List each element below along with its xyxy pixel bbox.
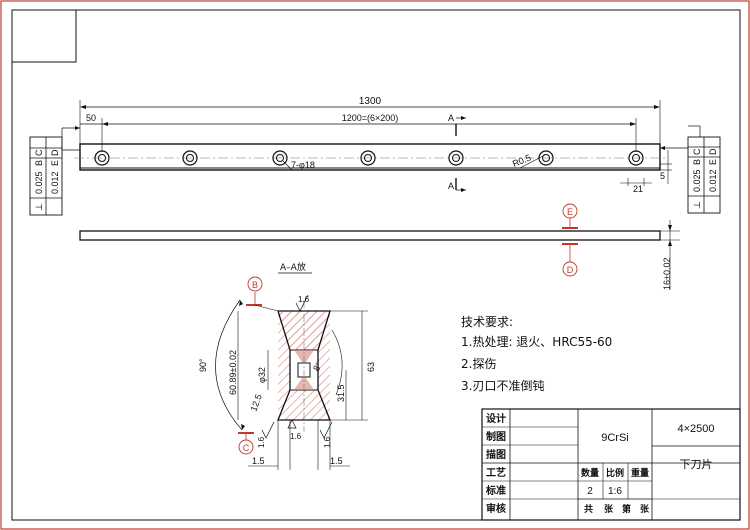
datum-c-label: C — [243, 443, 250, 453]
dim-6089-label: 60.89±0.02 — [228, 350, 238, 395]
side-view: 16±0.02 E D — [79, 203, 680, 290]
title-block: 设计 制图 描图 工艺 标准 审核 9CrSi 4×2500 下刀片 数量 比例… — [481, 408, 741, 521]
tb-label-drawing: 制图 — [486, 430, 506, 443]
section-mark-top: A — [448, 113, 454, 123]
corner-box — [11, 9, 77, 63]
datum-d-label: D — [567, 265, 574, 275]
inner-frame — [11, 9, 741, 521]
dim-15-left-label: 1.5 — [252, 456, 265, 466]
requirement-3: 3.刃口不准倒钝 — [461, 379, 544, 393]
datum-b-circle — [247, 276, 263, 292]
tol-right-ref-c: C — [692, 148, 702, 155]
dim-15-right-label: 1.5 — [330, 456, 343, 466]
plan-view: 1300 50 1200=(6×200) 7-φ18 R0.5 21 5 A A — [74, 96, 672, 194]
thickness-label: 16±0.02 — [662, 258, 672, 290]
section-mark-bottom: A — [448, 181, 454, 191]
requirements-title: 技术要求: — [461, 315, 513, 329]
radius-label: R0.5 — [511, 152, 532, 168]
dim-315-label: 31.5 — [336, 384, 346, 402]
requirement-1: 1.热处理: 退火、HRC55-60 — [461, 335, 612, 349]
sheet-label: 第 — [622, 503, 631, 515]
tol-left-ref-d: D — [50, 149, 60, 156]
rough-right-label: 1.6 — [323, 436, 332, 448]
tb-label-tracing: 描图 — [486, 448, 506, 461]
qty-header: 数量 — [581, 467, 599, 479]
technical-requirements: 技术要求: 1.热处理: 退火、HRC55-60 2.探伤 3.刃口不准倒钝 — [461, 315, 612, 393]
weight-header: 重量 — [631, 467, 649, 479]
tol-right-symbol: ⊥ — [692, 201, 702, 209]
datum-b-label: B — [252, 280, 258, 290]
rough-center-label: 1.6 — [290, 432, 302, 441]
datum-c-circle — [238, 439, 254, 455]
material-label: 9CrSi — [601, 432, 629, 444]
edge-dim-label: 21 — [633, 184, 643, 194]
tol-left-ref-b: B — [34, 160, 44, 166]
datum-e-circle — [562, 203, 578, 219]
total-label: 共 — [584, 503, 593, 515]
holes-callout-label: 7-φ18 — [291, 160, 315, 170]
tb-label-standard: 标准 — [485, 484, 506, 497]
tol-right-ref-d: D — [708, 148, 718, 155]
rough-top-label: 1.6 — [298, 295, 310, 304]
tb-label-review: 审核 — [486, 502, 506, 515]
section-title: A–A放 — [280, 261, 306, 273]
tolerance-frame-right: ⊥ 0.025 0.012 B C E D — [660, 125, 721, 214]
datum-d-circle — [562, 261, 578, 277]
size-label: 4×2500 — [677, 423, 714, 435]
sheets-label: 张 — [604, 503, 614, 515]
tb-label-design: 设计 — [486, 412, 506, 425]
tol-right-ref-e: E — [708, 159, 718, 165]
tb-label-process: 工艺 — [486, 466, 506, 479]
qty-value: 2 — [587, 486, 593, 497]
blade-outline — [79, 143, 661, 171]
overall-length-label: 1300 — [359, 96, 382, 107]
tolerance-frame-left: ⊥ 0.025 0.012 B C E D — [29, 126, 80, 216]
section-view: A–A放 B C 90° 60.89±0.02 φ32 12.5 — [198, 261, 376, 470]
requirement-2: 2.探伤 — [461, 357, 496, 371]
rough-left-label: 1.6 — [257, 436, 266, 448]
angle-90-label: 90° — [198, 358, 208, 372]
hole-pitch-label: 1200=(6×200) — [342, 113, 399, 123]
datum-e-label: E — [567, 207, 573, 217]
tol-left-ref-e: E — [50, 160, 60, 166]
tol-left-value-2: 0.012 — [50, 171, 60, 194]
tol-right-value-2: 0.012 — [708, 169, 718, 192]
tol-left-ref-c: C — [34, 149, 44, 156]
part-name-label: 下刀片 — [680, 458, 713, 471]
tol-left-symbol: ⊥ — [34, 203, 44, 211]
scale-value: 1:6 — [608, 486, 622, 497]
scale-header: 比例 — [606, 467, 624, 479]
dim-125-label: 12.5 — [248, 393, 263, 413]
sheet-label-2: 张 — [640, 503, 650, 515]
tol-right-ref-b: B — [692, 159, 702, 165]
dim-63-label: 63 — [366, 362, 376, 372]
end-offset-label: 50 — [86, 113, 96, 123]
holes — [94, 150, 644, 166]
dim-32-label: φ32 — [257, 367, 267, 383]
tol-left-value-1: 0.025 — [34, 171, 44, 194]
tol-right-value-1: 0.025 — [692, 169, 702, 192]
width-dim-label: 5 — [660, 171, 665, 181]
